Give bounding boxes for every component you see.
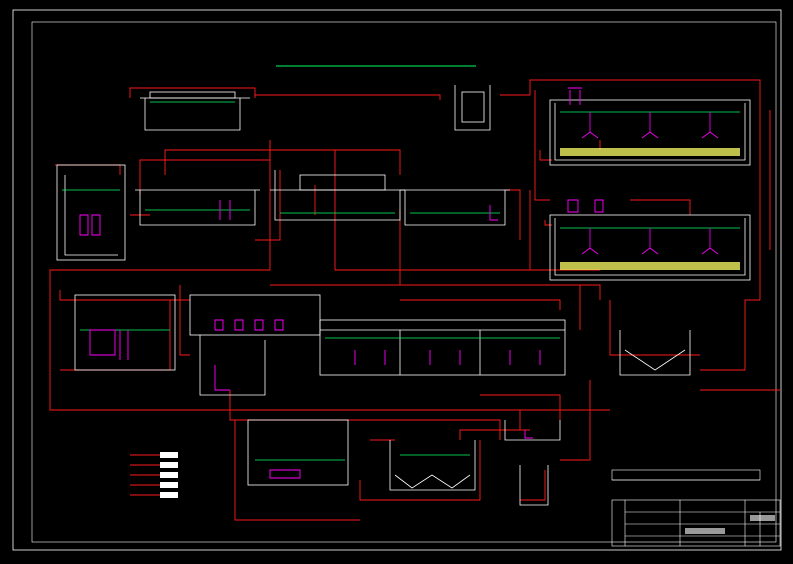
title-block-fills	[685, 515, 775, 534]
pipe-network	[49, 79, 780, 521]
pipe-legend	[130, 452, 178, 498]
sbr-diffusers	[581, 112, 719, 255]
structures	[56, 85, 751, 506]
outer-frame	[12, 9, 782, 551]
title-block	[611, 469, 781, 547]
sludge-beds	[560, 148, 740, 270]
equipment	[79, 87, 604, 479]
inner-frame	[31, 21, 777, 543]
